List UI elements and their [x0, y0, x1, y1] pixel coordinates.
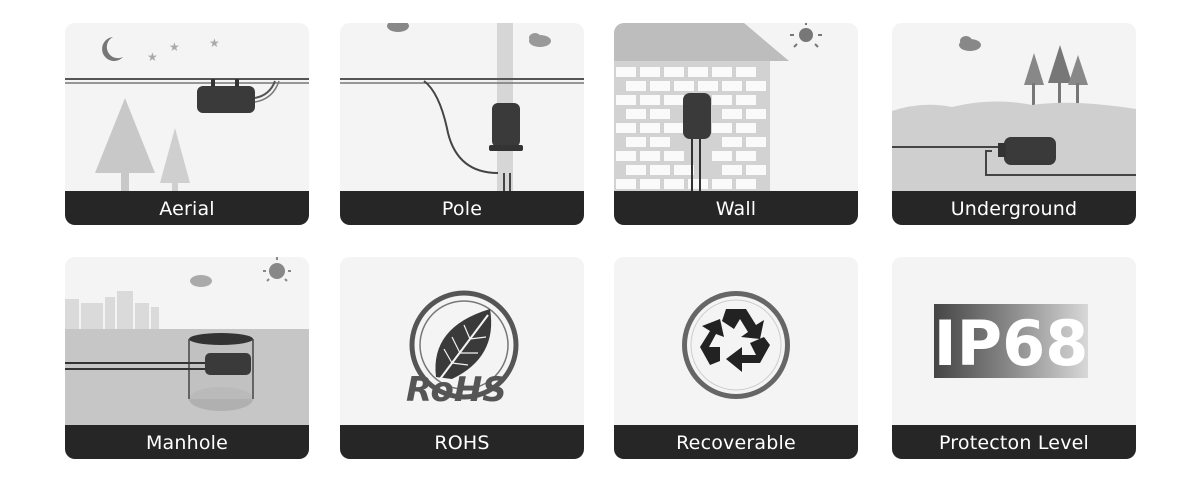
card-protection-level[interactable]: IP68 Protecton Level: [892, 257, 1136, 459]
card-label: ROHS: [340, 425, 584, 459]
card-label: Protecton Level: [892, 425, 1136, 459]
svg-text:★: ★: [209, 36, 220, 50]
rohs-logo-text: RoHS: [406, 370, 507, 410]
manhole-installation-icon: [65, 257, 309, 425]
card-label: Wall: [614, 191, 858, 225]
card-label: Aerial: [65, 191, 309, 225]
ip68-badge-text: IP68: [934, 307, 1089, 380]
card-label: Manhole: [65, 425, 309, 459]
underground-installation-icon: [892, 23, 1136, 191]
wall-installation-icon: [614, 23, 858, 191]
card-pole[interactable]: Pole: [340, 23, 584, 225]
aerial-installation-icon: ★ ★ ★: [65, 23, 309, 191]
pole-installation-icon: [340, 23, 584, 191]
svg-text:★: ★: [147, 50, 158, 64]
card-wall[interactable]: Wall: [614, 23, 858, 225]
recycle-icon: [614, 257, 858, 425]
svg-text:★: ★: [169, 40, 180, 54]
card-label: Pole: [340, 191, 584, 225]
card-rohs[interactable]: RoHS ROHS: [340, 257, 584, 459]
card-manhole[interactable]: Manhole: [65, 257, 309, 459]
rohs-icon: RoHS: [340, 257, 584, 425]
ip68-icon: IP68: [892, 257, 1136, 425]
card-label: Recoverable: [614, 425, 858, 459]
card-aerial[interactable]: ★ ★ ★ Aerial: [65, 23, 309, 225]
card-label: Underground: [892, 191, 1136, 225]
card-underground[interactable]: Underground: [892, 23, 1136, 225]
card-recoverable[interactable]: Recoverable: [614, 257, 858, 459]
